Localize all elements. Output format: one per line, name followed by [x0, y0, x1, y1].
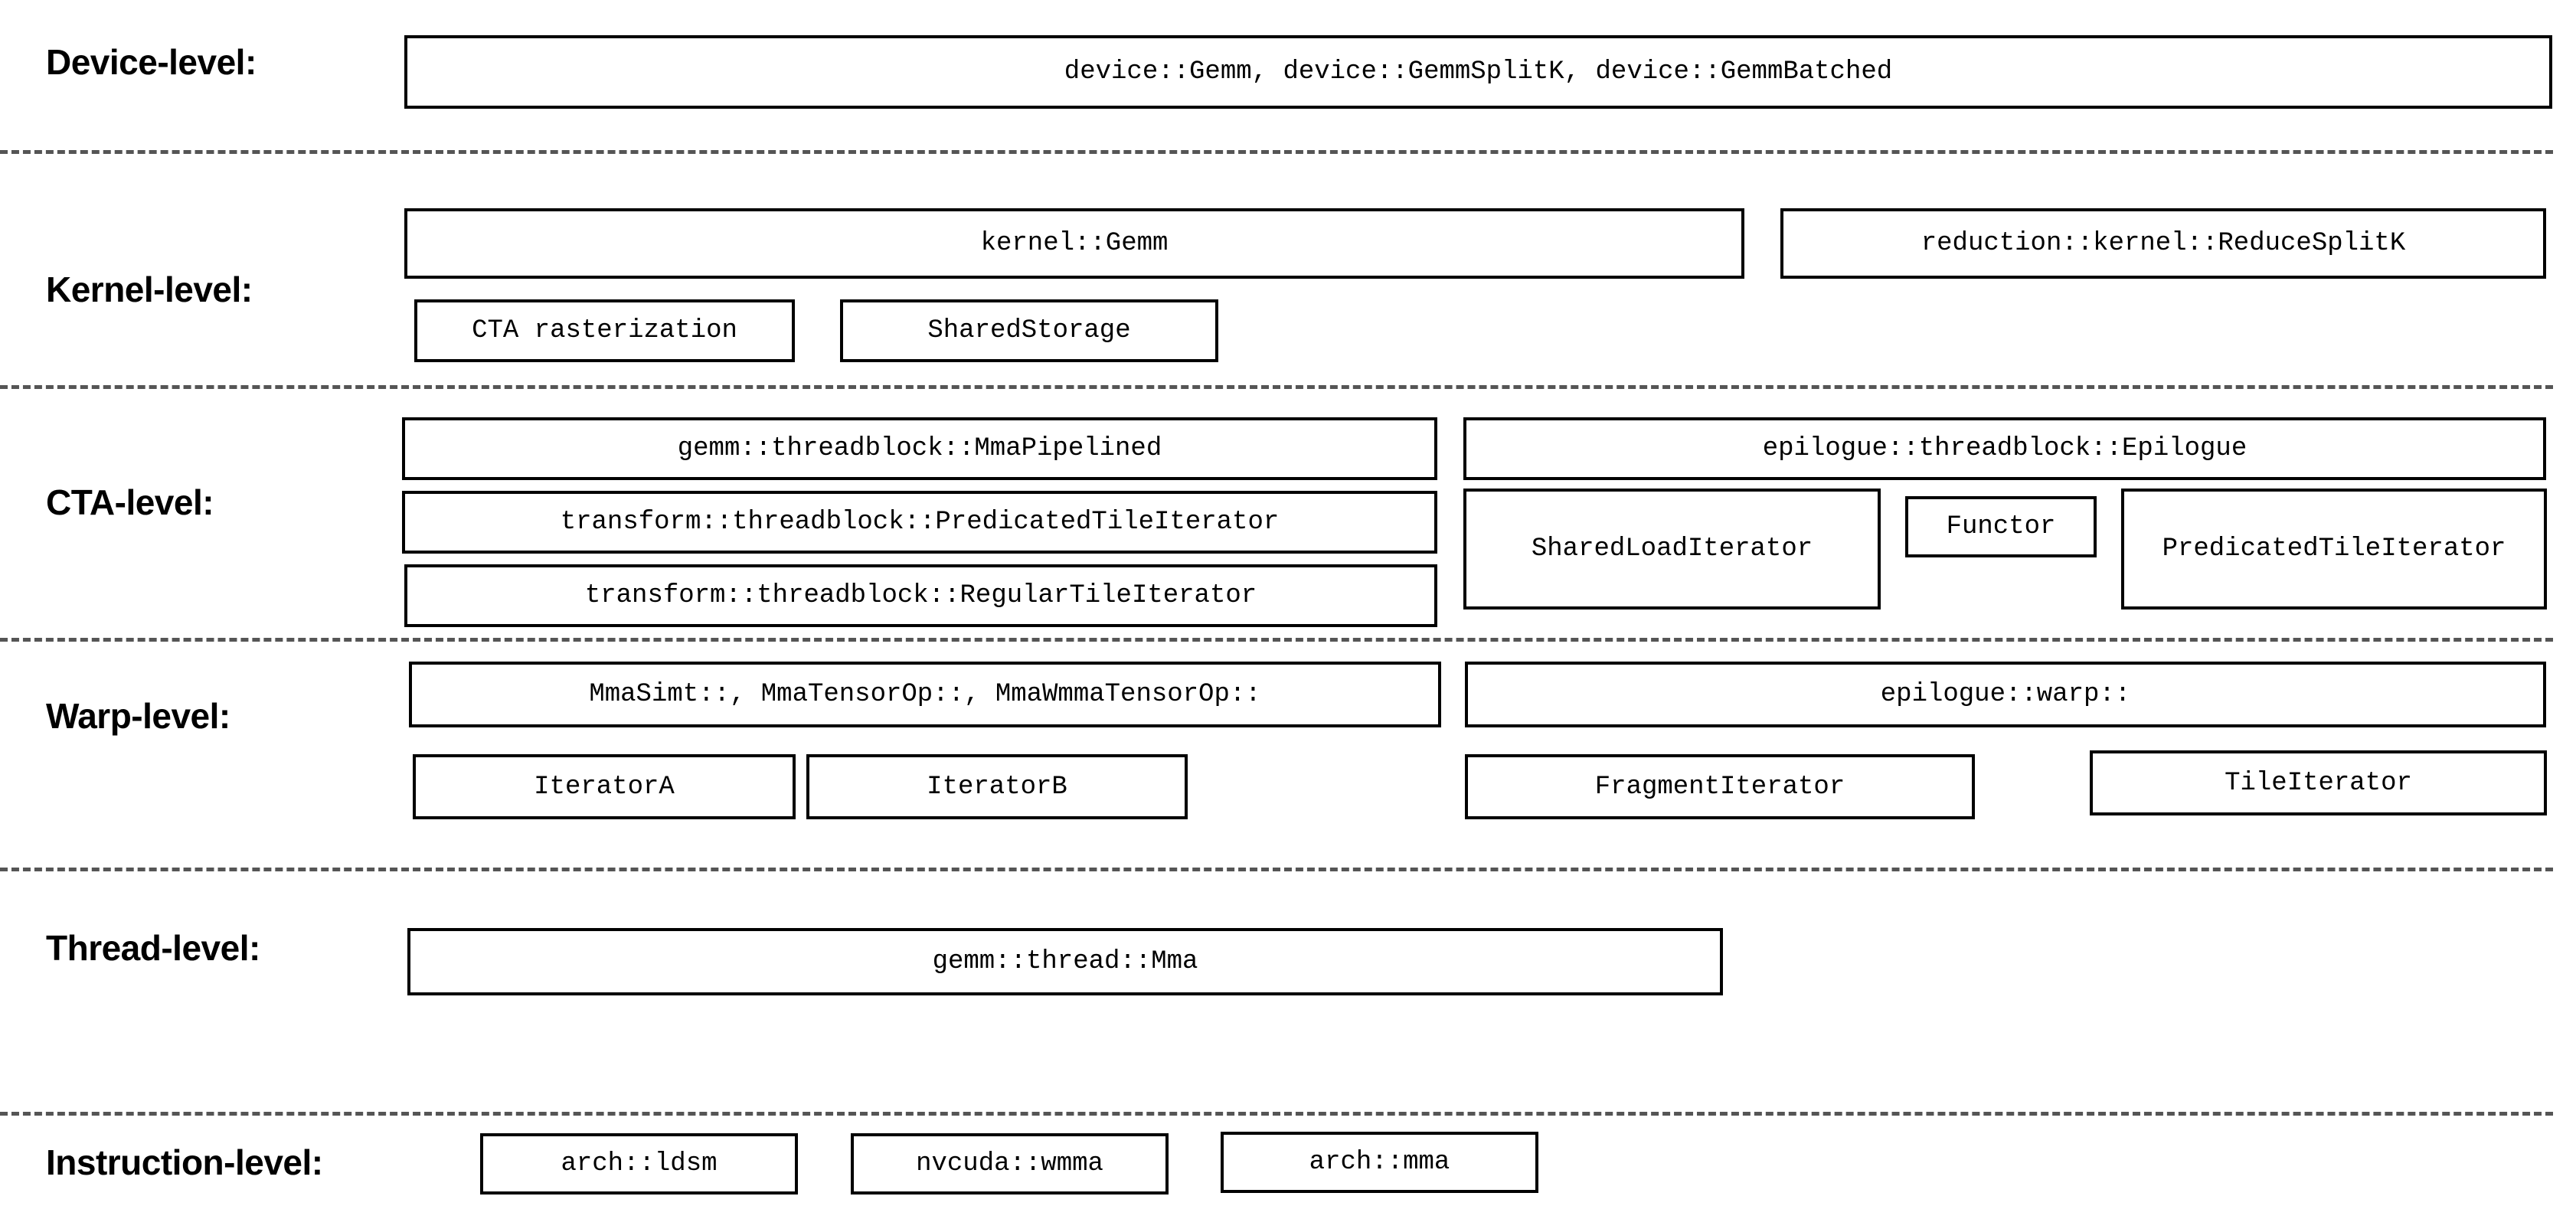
- box-kernel-gemm[interactable]: kernel::Gemm: [404, 208, 1744, 279]
- level-label-kernel: Kernel-level:: [46, 270, 253, 309]
- box-predicated-tile-iterator[interactable]: PredicatedTileIterator: [2121, 489, 2547, 610]
- box-transform-threadblock-predicatedtileiterator[interactable]: transform::threadblock::PredicatedTileIt…: [402, 491, 1437, 554]
- level-label-cta: CTA-level:: [46, 482, 214, 522]
- box-iterator-b[interactable]: IteratorB: [806, 754, 1188, 819]
- divider-cta-warp: [0, 638, 2553, 642]
- box-gemm-thread-mma[interactable]: gemm::thread::Mma: [407, 928, 1723, 995]
- box-transform-threadblock-regulartileiterator[interactable]: transform::threadblock::RegularTileItera…: [404, 564, 1437, 627]
- box-mma-variants[interactable]: MmaSimt::, MmaTensorOp::, MmaWmmaTensorO…: [409, 662, 1441, 727]
- box-cta-rasterization[interactable]: CTA rasterization: [414, 299, 795, 362]
- box-nvcuda-wmma[interactable]: nvcuda::wmma: [851, 1133, 1169, 1194]
- box-shared-storage[interactable]: SharedStorage: [840, 299, 1218, 362]
- level-label-thread: Thread-level:: [46, 928, 260, 968]
- level-label-instruction: Instruction-level:: [46, 1142, 323, 1182]
- box-functor[interactable]: Functor: [1905, 496, 2097, 557]
- box-epilogue-threadblock-epilogue[interactable]: epilogue::threadblock::Epilogue: [1463, 417, 2546, 480]
- box-tile-iterator[interactable]: TileIterator: [2090, 750, 2547, 815]
- box-fragment-iterator[interactable]: FragmentIterator: [1465, 754, 1975, 819]
- level-label-warp: Warp-level:: [46, 696, 230, 736]
- box-arch-mma[interactable]: arch::mma: [1221, 1132, 1538, 1193]
- box-device-gemm[interactable]: device::Gemm, device::GemmSplitK, device…: [404, 35, 2552, 109]
- box-epilogue-warp[interactable]: epilogue::warp::: [1465, 662, 2546, 727]
- divider-kernel-cta: [0, 385, 2553, 389]
- box-shared-load-iterator[interactable]: SharedLoadIterator: [1463, 489, 1881, 610]
- box-iterator-a[interactable]: IteratorA: [413, 754, 796, 819]
- divider-thread-instruction: [0, 1112, 2553, 1116]
- level-label-device: Device-level:: [46, 42, 257, 82]
- box-reduction-kernel-reducesplitk[interactable]: reduction::kernel::ReduceSplitK: [1780, 208, 2546, 279]
- divider-warp-thread: [0, 868, 2553, 871]
- box-arch-ldsm[interactable]: arch::ldsm: [480, 1133, 798, 1194]
- divider-device-kernel: [0, 150, 2553, 154]
- box-gemm-threadblock-mmapipelined[interactable]: gemm::threadblock::MmaPipelined: [402, 417, 1437, 480]
